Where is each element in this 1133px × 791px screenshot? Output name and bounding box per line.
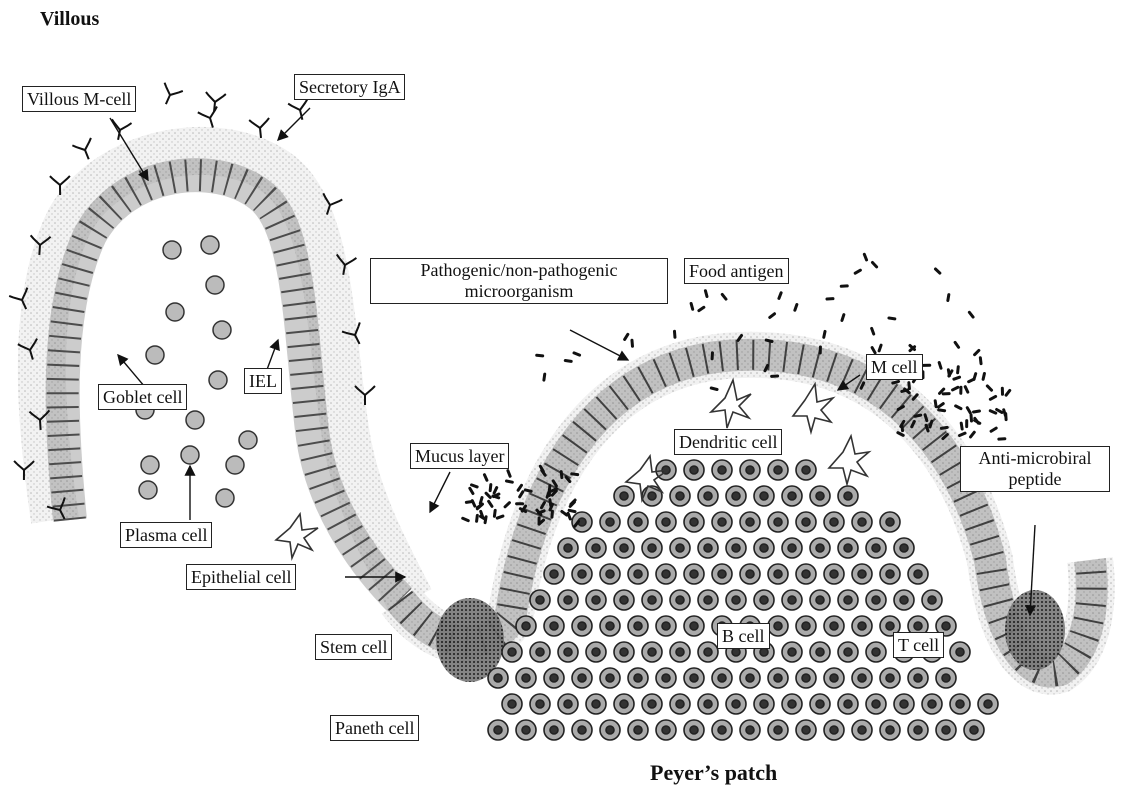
label-t-cell: T cell: [893, 632, 944, 658]
peyers-patch-title: Peyer’s patch: [650, 760, 777, 786]
label-food-antigen: Food antigen: [684, 258, 789, 284]
label-plasma-cell: Plasma cell: [120, 522, 212, 548]
label-goblet-cell: Goblet cell: [98, 384, 187, 410]
label-dendritic-cell: Dendritic cell: [674, 429, 782, 455]
label-pathogenic-line1: Pathogenic/non-pathogenic: [375, 260, 663, 281]
label-m-cell: M cell: [866, 354, 923, 380]
label-epithelial-cell: Epithelial cell: [186, 564, 296, 590]
label-villous-m-cell: Villous M-cell: [22, 86, 136, 112]
label-anti-microbial-line1: Anti-microbiral: [965, 448, 1105, 469]
label-b-cell: B cell: [717, 623, 770, 649]
label-paneth-cell: Paneth cell: [330, 715, 419, 741]
paneth-granules-right: [1005, 590, 1065, 670]
label-mucus-layer: Mucus layer: [410, 443, 509, 469]
label-anti-microbial-line2: peptide: [965, 469, 1105, 490]
label-pathogenic-line2: microorganism: [375, 281, 663, 302]
label-iel: IEL: [244, 368, 282, 394]
label-stem-cell: Stem cell: [315, 634, 392, 660]
label-secretory-iga: Secretory IgA: [294, 74, 405, 100]
label-pathogenic-microorganism: Pathogenic/non-pathogenic microorganism: [370, 258, 668, 304]
villous-title: Villous: [40, 8, 99, 31]
label-anti-microbial-peptide: Anti-microbiral peptide: [960, 446, 1110, 492]
